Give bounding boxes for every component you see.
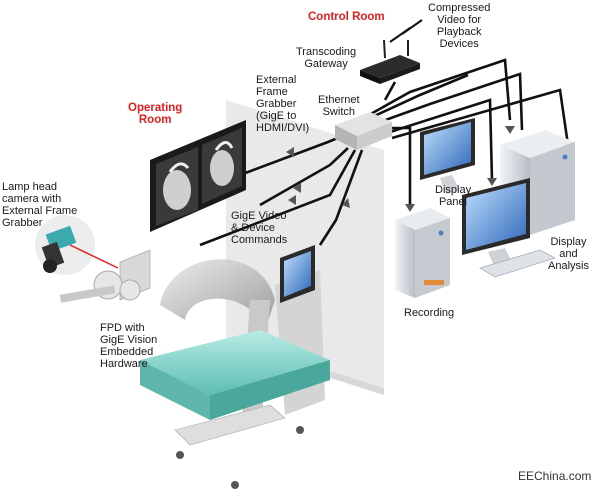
compressed-video-label: Compressed Video for Playback Devices bbox=[428, 2, 491, 50]
transcoding-gateway-router bbox=[360, 39, 420, 84]
display-analysis-label: Display and Analysis bbox=[548, 236, 589, 272]
ethernet-switch-label: Ethernet Switch bbox=[318, 94, 360, 118]
external-frame-grabber-label: External Frame Grabber (GigE to HDMI/DVI… bbox=[256, 74, 310, 134]
patient-bed bbox=[140, 330, 330, 489]
recording-label: Recording bbox=[404, 307, 455, 319]
analysis-monitor bbox=[462, 178, 530, 266]
lamp-head-camera bbox=[35, 215, 151, 303]
display-panel-label: Display Panel bbox=[435, 184, 472, 208]
fpd-label: FPD with GigE Vision Embedded Hardware bbox=[100, 322, 158, 370]
gige-video-label: GigE Video & Device Commands bbox=[231, 210, 288, 246]
ethernet-switch bbox=[335, 112, 392, 150]
lamp-head-camera-label: Lamp head camera with External Frame Gra… bbox=[2, 181, 78, 229]
network-cables bbox=[199, 58, 570, 247]
xray-monitor bbox=[150, 120, 246, 232]
recording-server bbox=[395, 208, 450, 298]
wireless-bolt-icon bbox=[389, 19, 423, 43]
control-room-label: Control Room bbox=[308, 11, 385, 23]
operating-room-label: Operating Room bbox=[128, 102, 183, 126]
keyboard bbox=[479, 249, 557, 278]
watermark-text: EEChina.com bbox=[518, 469, 592, 483]
display-panel-monitor bbox=[420, 118, 475, 194]
transcoding-gateway-label: Transcoding Gateway bbox=[296, 46, 357, 70]
